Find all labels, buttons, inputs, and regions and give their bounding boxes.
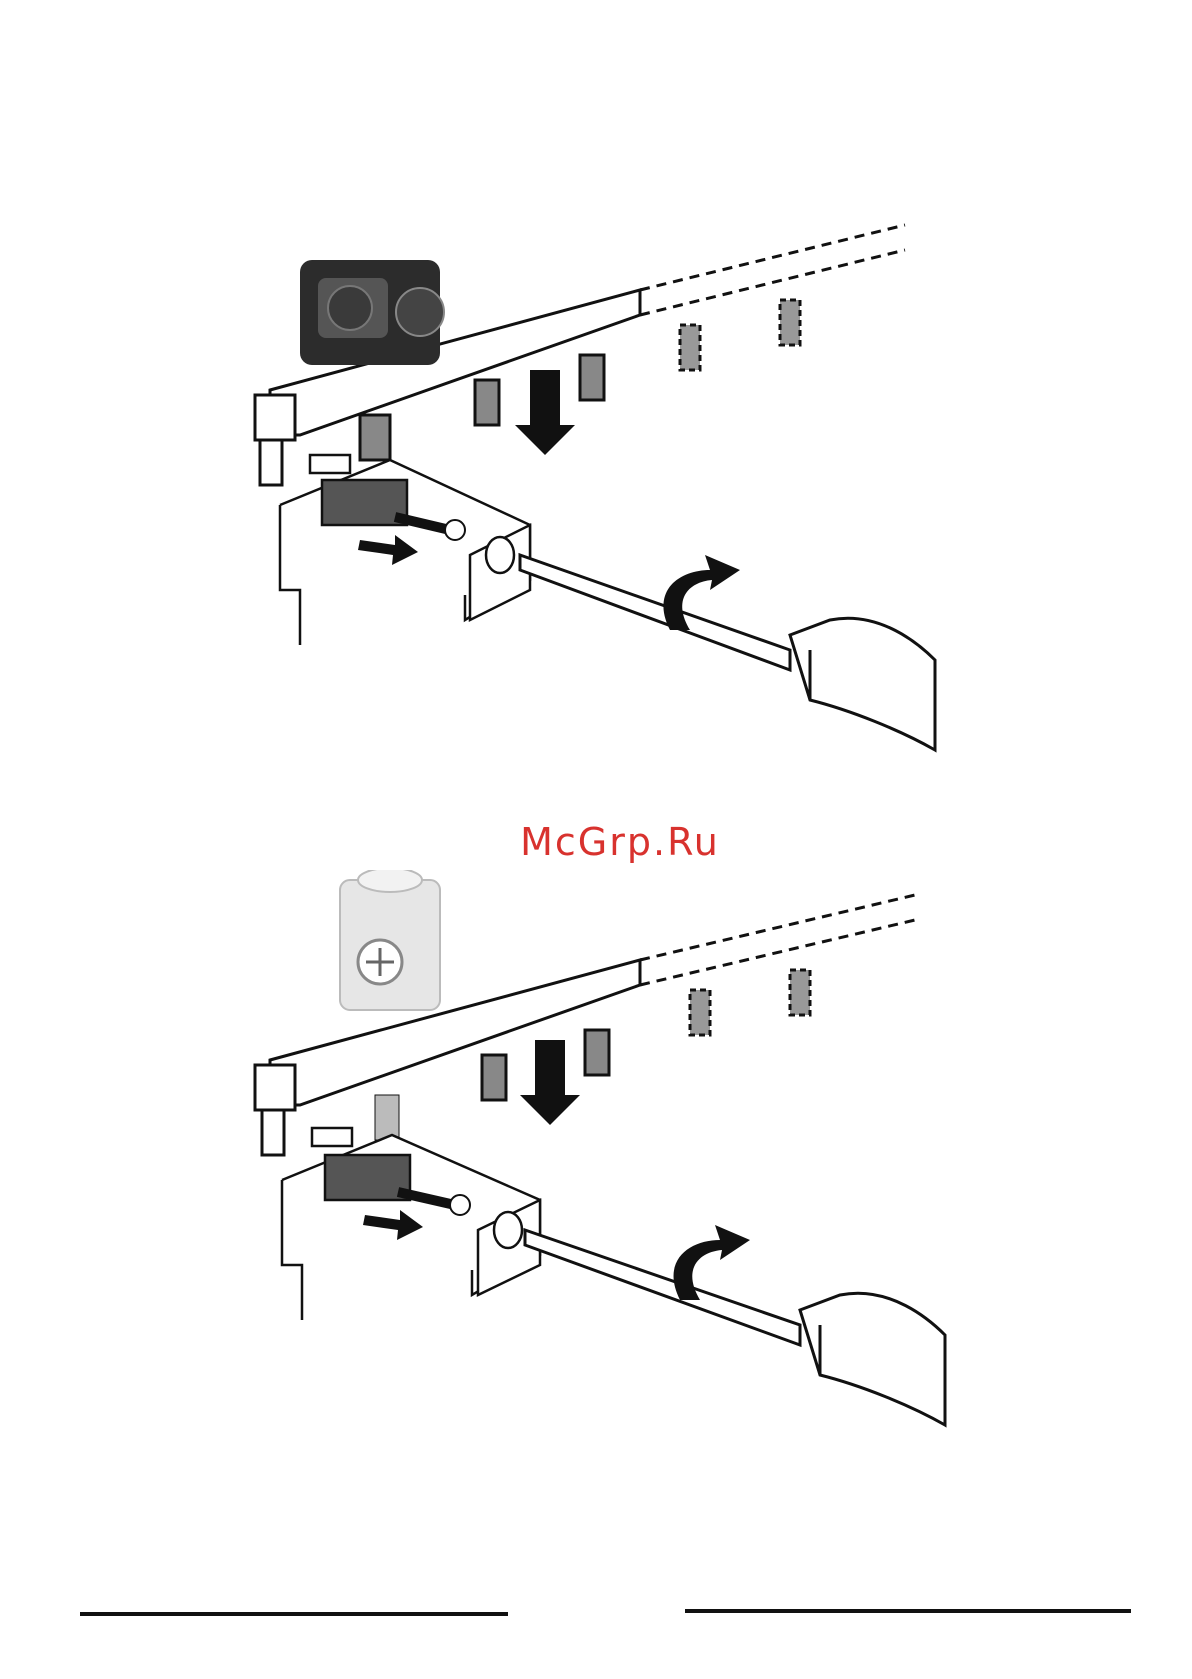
busbar-installation-illustration-top: [0, 190, 1192, 790]
busbar-installation-illustration-bottom: [0, 870, 1192, 1450]
down-arrow-icon: [515, 370, 575, 455]
rotation-arrow-icon: [674, 1225, 750, 1300]
screwdriver-icon: [520, 555, 935, 750]
screwdriver-icon: [525, 1230, 945, 1425]
dark-terminal-block-icon: [300, 260, 444, 365]
down-arrow-icon: [520, 1040, 580, 1125]
watermark: McGrp.Ru: [24, 820, 1192, 864]
light-terminal-block-icon: [340, 870, 440, 1010]
footer-rule-right: [685, 1609, 1131, 1613]
footer-rule-left: [80, 1612, 508, 1616]
